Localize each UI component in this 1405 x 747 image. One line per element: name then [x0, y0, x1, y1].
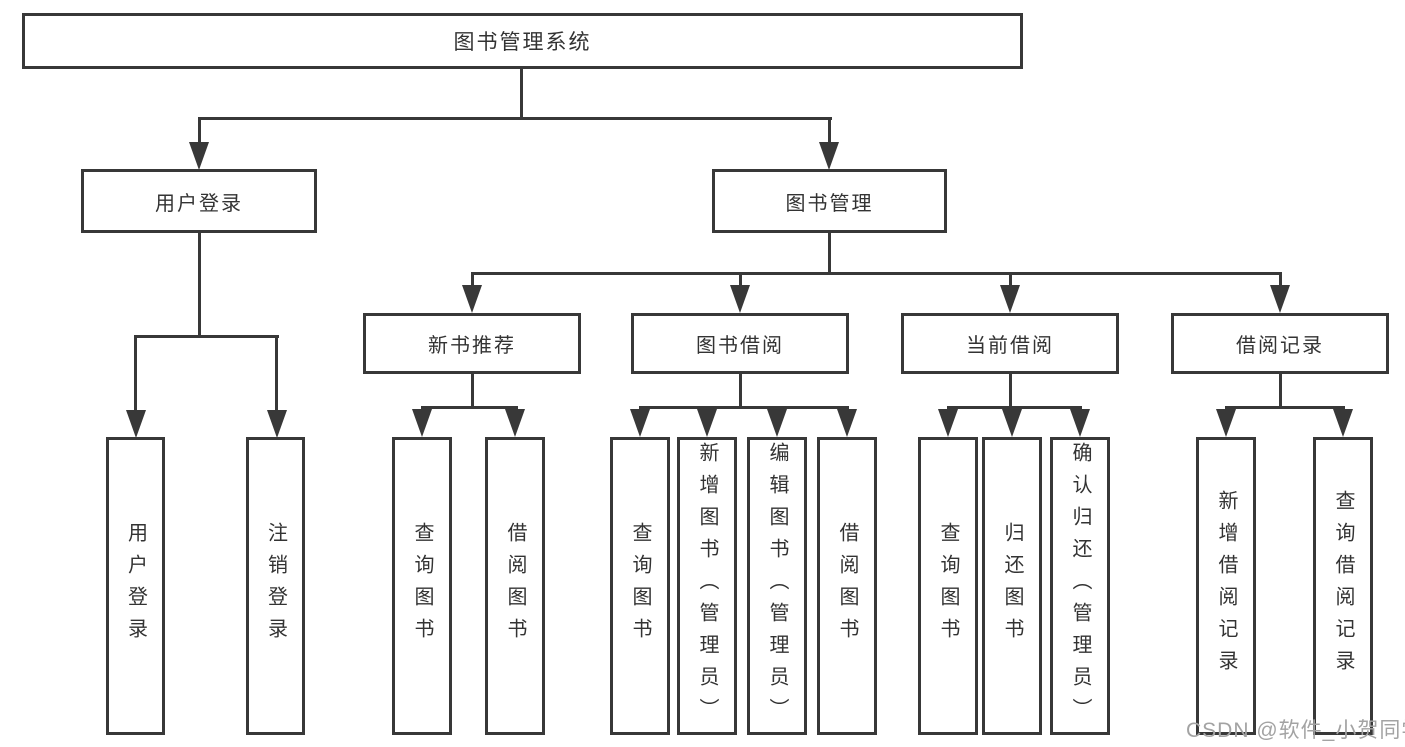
leaf-add-book-admin: 新增图书（管理员）	[677, 437, 737, 735]
node-book-borrowing: 图书借阅	[631, 313, 849, 374]
arrow-down-icon	[938, 409, 958, 437]
leaf-borrow-book: 借阅图书	[817, 437, 877, 735]
leaf-edit-book-admin: 编辑图书（管理员）	[747, 437, 807, 735]
connector-line	[134, 335, 137, 413]
arrow-down-icon	[630, 409, 650, 437]
connector-line	[198, 117, 201, 145]
node-new-book-recommendation: 新书推荐	[363, 313, 581, 374]
leaf-query-books-borrowing: 查询图书	[610, 437, 670, 735]
arrow-down-icon	[412, 409, 432, 437]
leaf-query-books-current: 查询图书	[918, 437, 978, 735]
arrow-down-icon	[1002, 409, 1022, 437]
leaf-user-login: 用户登录	[106, 437, 165, 735]
leaf-query-borrow-record: 查询借阅记录	[1313, 437, 1373, 735]
leaf-borrow-books-recommend: 借阅图书	[485, 437, 545, 735]
connector-line	[134, 335, 279, 338]
node-library-system: 图书管理系统	[22, 13, 1023, 69]
connector-line	[198, 117, 832, 120]
connector-line	[639, 406, 849, 409]
leaf-query-books-recommend: 查询图书	[392, 437, 452, 735]
arrow-down-icon	[126, 410, 146, 438]
connector-line	[739, 374, 742, 408]
node-current-borrowing: 当前借阅	[901, 313, 1119, 374]
leaf-return-book: 归还图书	[982, 437, 1042, 735]
arrow-down-icon	[1000, 285, 1020, 313]
connector-line	[471, 374, 474, 408]
connector-line	[1279, 374, 1282, 408]
connector-line	[828, 117, 831, 145]
connector-line	[198, 233, 201, 337]
connector-line	[471, 272, 1281, 275]
arrow-down-icon	[1070, 409, 1090, 437]
leaf-add-borrow-record: 新增借阅记录	[1196, 437, 1256, 735]
arrow-down-icon	[505, 409, 525, 437]
connector-line	[520, 69, 523, 119]
arrow-down-icon	[767, 409, 787, 437]
arrow-down-icon	[189, 142, 209, 170]
arrow-down-icon	[462, 285, 482, 313]
arrow-down-icon	[819, 142, 839, 170]
connector-line	[947, 406, 1082, 409]
connector-line	[1225, 406, 1345, 409]
arrow-down-icon	[267, 410, 287, 438]
connector-line	[1009, 272, 1012, 288]
watermark: CSDN @软件_小贺同学	[1186, 719, 1405, 742]
arrow-down-icon	[1333, 409, 1353, 437]
connector-line	[1009, 374, 1012, 408]
connector-line	[828, 233, 831, 274]
connector-line	[1279, 272, 1282, 288]
arrow-down-icon	[837, 409, 857, 437]
node-user-login: 用户登录	[81, 169, 317, 233]
leaf-confirm-return-admin: 确认归还（管理员）	[1050, 437, 1110, 735]
arrow-down-icon	[1216, 409, 1236, 437]
connector-line	[471, 272, 474, 288]
connector-line	[421, 406, 518, 409]
arrow-down-icon	[1270, 285, 1290, 313]
node-borrowing-records: 借阅记录	[1171, 313, 1389, 374]
leaf-logout: 注销登录	[246, 437, 305, 735]
node-book-management: 图书管理	[712, 169, 947, 233]
arrow-down-icon	[730, 285, 750, 313]
connector-line	[739, 272, 742, 288]
connector-line	[275, 335, 278, 413]
arrow-down-icon	[697, 409, 717, 437]
